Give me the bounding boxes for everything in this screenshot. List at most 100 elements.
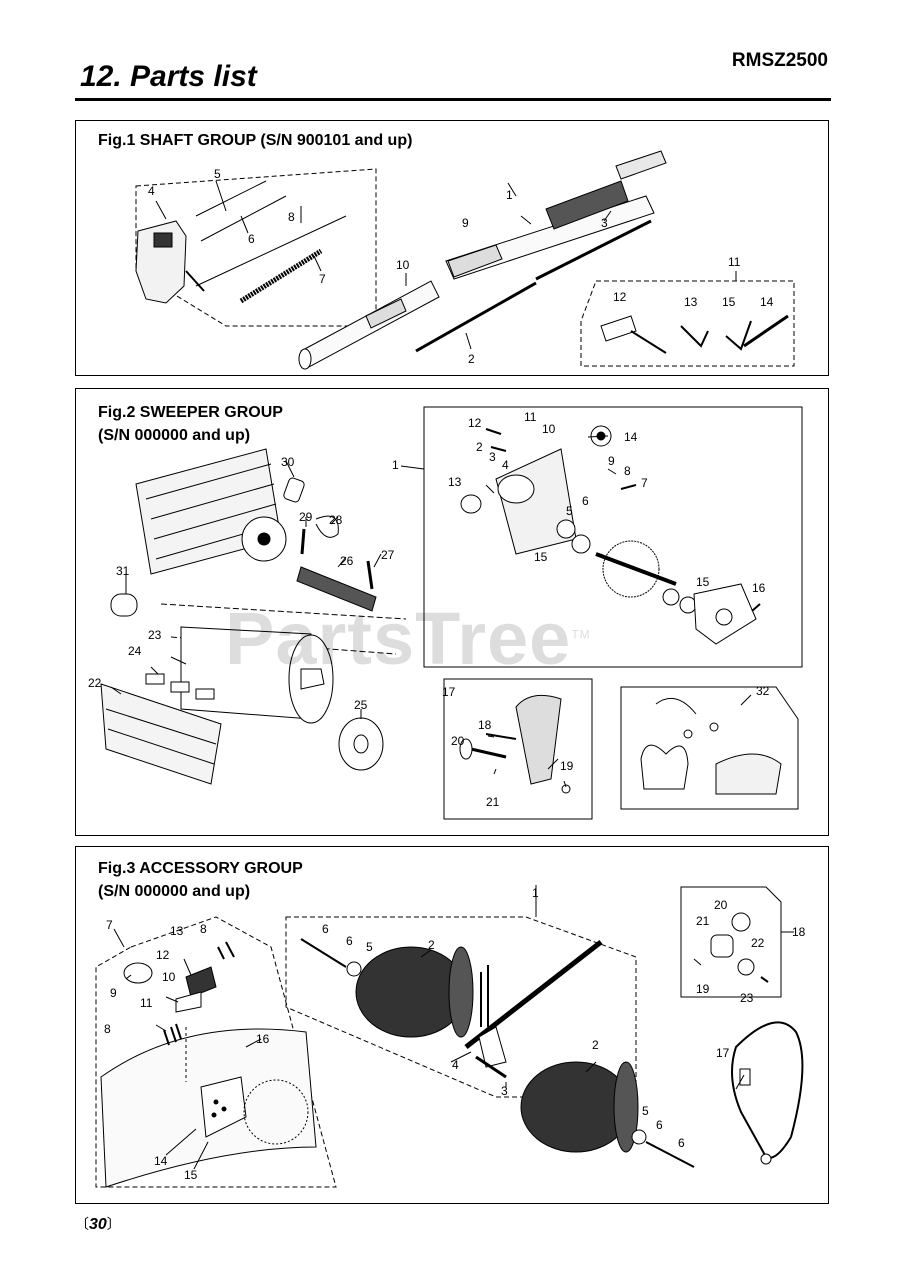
fig3-label-2b: 2 (592, 1038, 599, 1052)
fig1-label-12: 12 (613, 290, 627, 304)
fig1-group-box-tools (580, 280, 795, 367)
sleeve-21-icon (710, 934, 734, 958)
blade-26-icon (296, 566, 377, 612)
fig2-label-23: 23 (148, 628, 162, 642)
fig3-label-16: 16 (256, 1032, 270, 1046)
bracket-10-icon (185, 966, 217, 998)
fig3-diagram: 7 13 8 12 10 9 11 8 16 14 15 1 6 6 5 2 4… (95, 885, 806, 1188)
watermark-tm: TM (571, 627, 591, 642)
fig3-label-8a: 8 (200, 922, 207, 936)
fig2-label-29: 29 (299, 510, 313, 524)
washer-5a-icon (346, 961, 362, 977)
fig3-label-15: 15 (184, 1168, 198, 1182)
tube-10-band-icon (365, 298, 407, 329)
fig3-label-18: 18 (792, 925, 806, 939)
collar-30-icon (283, 477, 305, 503)
fig2-label-32: 32 (756, 684, 770, 698)
screw-23-icon (760, 976, 769, 983)
fig3-label-14: 14 (154, 1154, 168, 1168)
fig2-label-3: 3 (489, 450, 496, 464)
screw-14a-icon (213, 1099, 219, 1105)
drum-hex-icon (300, 668, 325, 690)
cap-13-icon (460, 494, 482, 514)
fig1-diagram: 4 5 6 8 7 1 3 9 10 2 11 12 13 15 14 (135, 150, 795, 370)
fig2-label-18: 18 (478, 718, 492, 732)
fig2-label-16: 16 (752, 581, 766, 595)
pad-24c-icon (195, 688, 215, 700)
bolt-18-icon (485, 733, 517, 740)
fig2-label-7: 7 (641, 476, 648, 490)
strap-buckle-icon (739, 1068, 751, 1086)
fig1-label-15: 15 (722, 295, 736, 309)
fig2-label-6: 6 (582, 494, 589, 508)
ring-20-icon (731, 912, 751, 932)
fig1-group-box-left (135, 168, 377, 327)
throttle-switch-icon (153, 232, 173, 248)
fig1-label-11: 11 (728, 255, 741, 269)
washer-25-hole-icon (353, 734, 369, 754)
fig2-label-24: 24 (128, 644, 142, 658)
fig2-label-15a: 15 (534, 550, 548, 564)
fig3-label-5b: 5 (642, 1104, 649, 1118)
fig2-label-5: 5 (566, 504, 573, 518)
fig3-label-1: 1 (532, 886, 539, 900)
earplug-a-icon (683, 729, 693, 739)
fig1-label-4: 4 (148, 184, 155, 198)
fig2-label-2: 2 (476, 440, 483, 454)
screw-15-icon (211, 1112, 217, 1118)
throttle-lever-icon (185, 270, 205, 292)
sleeve-9-icon (123, 962, 153, 984)
fig1-label-6: 6 (248, 232, 255, 246)
pin-29-icon (300, 528, 306, 555)
grip-3-icon (545, 180, 629, 230)
page-bracket-open: 〔 (75, 1216, 89, 1232)
fig2-label-27: 27 (381, 548, 395, 562)
brush-ghost-icon (243, 1079, 309, 1145)
fig1-label-14: 14 (760, 295, 774, 309)
fig2-label-26: 26 (340, 554, 354, 568)
fig3-label-13: 13 (170, 924, 184, 938)
paddle-22-icon (100, 683, 222, 785)
strap-17-icon (731, 1021, 804, 1159)
fig3-label-6b: 6 (346, 934, 353, 948)
fig3-label-19: 19 (696, 982, 710, 996)
fig2-panel: Fig.2 SWEEPER GROUP (S/N 000000 and up) (75, 388, 829, 836)
page-number: 〔30〕 (75, 1214, 121, 1234)
fig2-caption-line1: Fig.2 SWEEPER GROUP (98, 404, 283, 421)
fig2-label-28: 28 (329, 513, 343, 527)
handle-box-17 (443, 678, 593, 820)
fig2-label-30: 30 (281, 455, 295, 469)
wrench-12-shaft-icon (630, 330, 667, 354)
shaft-1-icon (464, 940, 603, 1049)
handle-grip-17-icon (515, 694, 562, 785)
fig2-label-20: 20 (451, 734, 465, 748)
pin-27-icon (366, 560, 374, 590)
earplug-b-icon (709, 722, 719, 732)
screw-16-icon (751, 603, 761, 612)
fig2-label-10: 10 (542, 422, 556, 436)
drum-23-end-icon (288, 634, 334, 724)
watermark: PartsTreeTM (225, 596, 591, 681)
page-number-value: 30 (89, 1216, 107, 1233)
fig3-label-8b: 8 (104, 1022, 111, 1036)
fig3-label-17: 17 (716, 1046, 730, 1060)
fig1-label-2: 2 (468, 352, 475, 366)
fig2-label-12: 12 (468, 416, 482, 430)
wrench-14-icon (743, 314, 789, 348)
fig3-label-2a: 2 (428, 938, 435, 952)
goggles-icon (715, 753, 782, 795)
fig3-label-7: 7 (106, 918, 113, 932)
axle-3-icon (475, 1055, 507, 1079)
driveshaft-2b-icon (535, 219, 652, 281)
bolt-6b-icon (645, 1141, 695, 1168)
fig1-label-3: 3 (601, 216, 608, 230)
fig2-label-8: 8 (624, 464, 631, 478)
rods-icon (480, 965, 489, 1027)
fig3-label-21: 21 (696, 914, 710, 928)
bearing-15b-icon (571, 534, 591, 554)
watermark-text: PartsTree (225, 597, 572, 680)
page-bracket-close: 〕 (106, 1216, 121, 1232)
washer-5b-icon (631, 1129, 647, 1145)
fig3-label-5a: 5 (366, 940, 373, 954)
cover-box-7 (95, 916, 337, 1188)
